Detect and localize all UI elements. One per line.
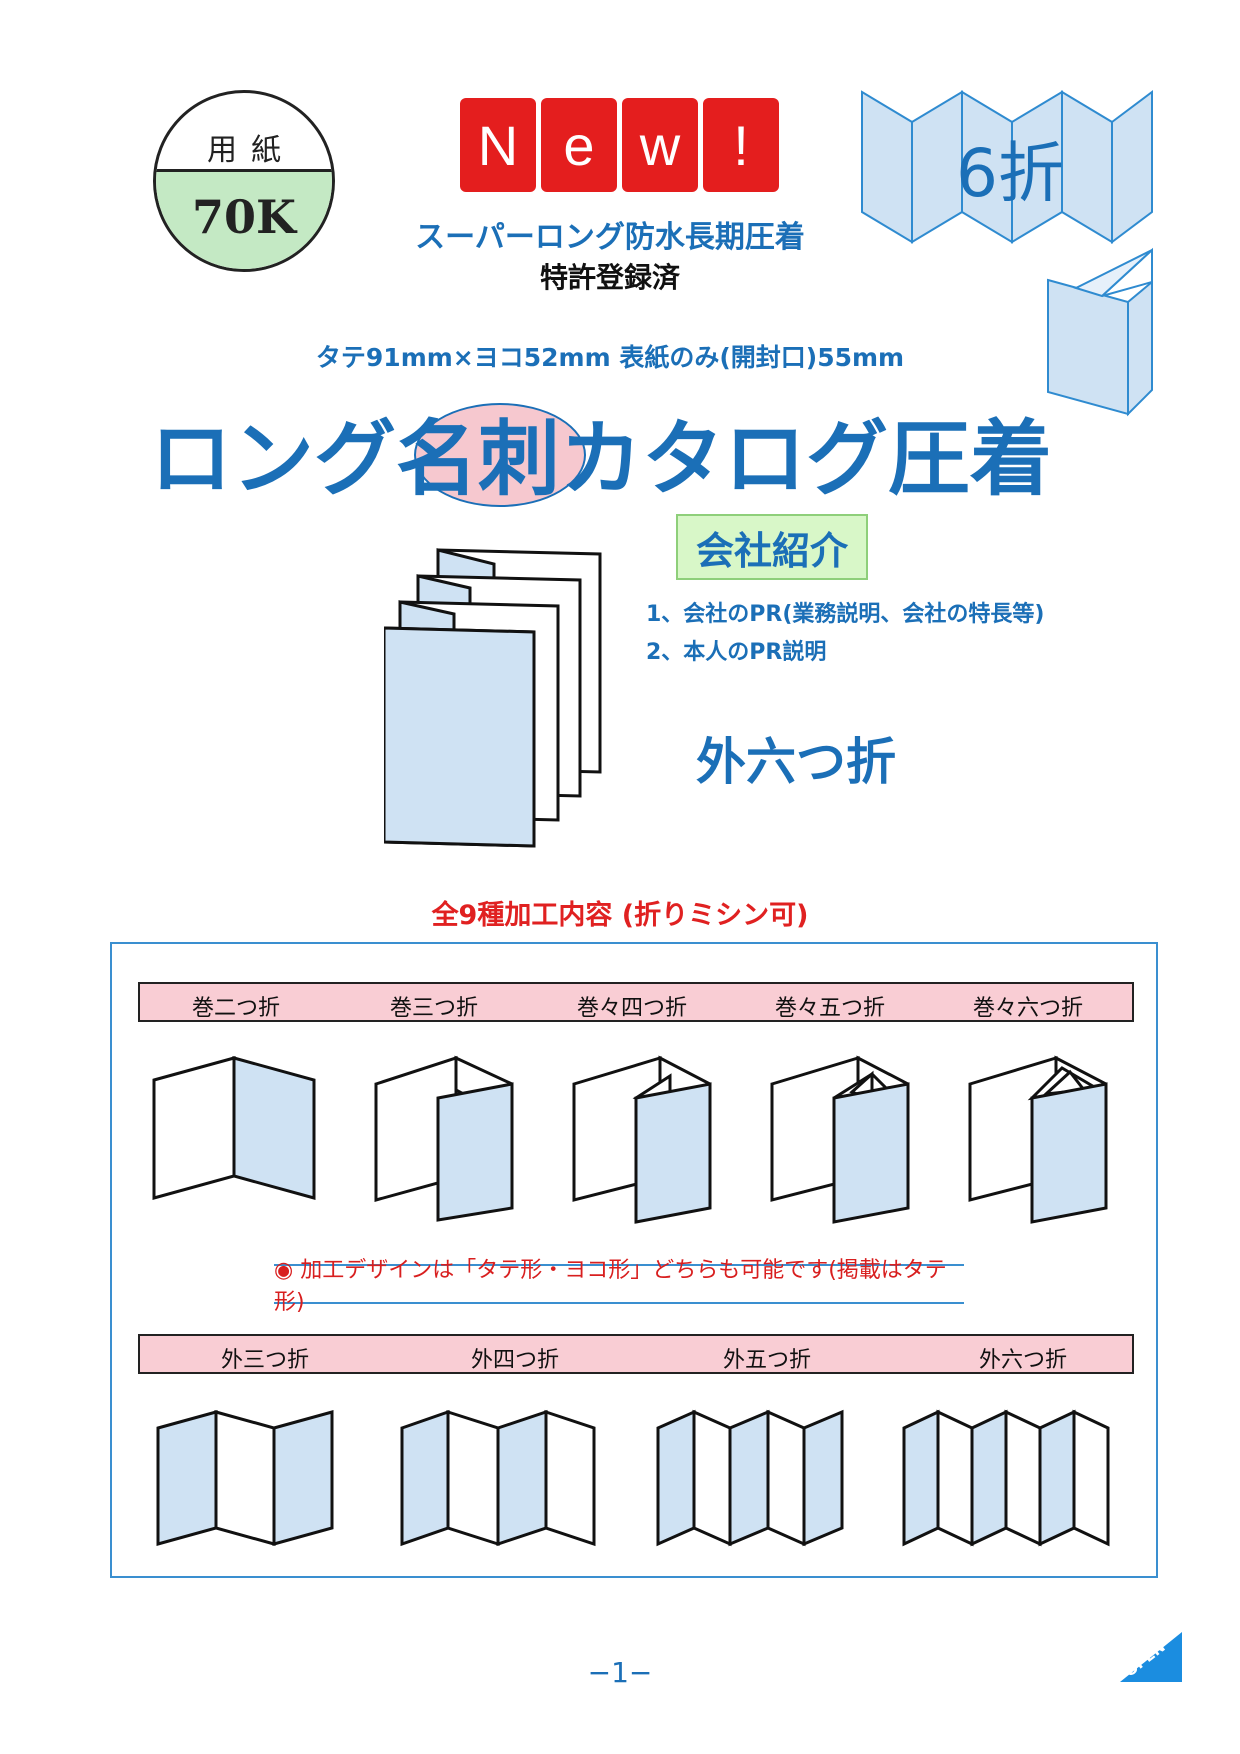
paper-weight-badge: 用紙 70K: [153, 90, 335, 272]
new-badge-char: e: [541, 98, 617, 192]
pr-item: 2、本人のPR説明: [646, 640, 827, 665]
fold-type-label: 外六つ折: [978, 1348, 1067, 1373]
paper-weight-value: 70K: [156, 169, 332, 269]
fold-type-label: 外六つ折: [696, 733, 896, 791]
fold-type-label: 巻二つ折: [191, 996, 280, 1021]
paper-label: 用紙: [207, 133, 295, 168]
fold-type-label: 外三つ折: [220, 1348, 309, 1373]
new-badge-char: N: [460, 98, 536, 192]
new-badge-char: !: [703, 98, 779, 192]
pr-item: 1、会社のPR(業務説明、会社の特長等): [646, 602, 1045, 627]
title-highlight-ellipse: [414, 403, 586, 507]
new-badge-char: w: [622, 98, 698, 192]
size-spec: タテ91mm×ヨコ52mm 表紙のみ(開封口)55mm: [315, 343, 905, 372]
fold-types-band-row2: 外三つ折 外四つ折 外五つ折 外六つ折: [138, 1334, 1134, 1374]
fold-illustration-4: [572, 1055, 712, 1224]
design-note: ◉ 加工デザインは「タテ形・ヨコ形」どちらも可能です(掲載はタテ形): [274, 1258, 964, 1315]
open-corner-icon: [1120, 1632, 1182, 1682]
booklet-stack-illustration: [384, 548, 602, 848]
fold-types-band-row1: 巻二つ折 巻三つ折 巻々四つ折 巻々五つ折 巻々六つ折: [138, 982, 1134, 1022]
fold-illustration-outer-4: [400, 1409, 596, 1547]
fold-type-label: 巻々五つ折: [774, 996, 885, 1021]
six-fold-illustration: [861, 90, 1153, 417]
fold-type-label: 外五つ折: [722, 1348, 811, 1373]
company-intro-label: 会社紹介: [676, 514, 868, 580]
fold-illustration-outer-5: [656, 1409, 844, 1547]
fold-type-label: 外四つ折: [470, 1348, 559, 1373]
fold-types-frame: [110, 942, 1158, 1578]
main-title: ロング名刺カタログ圧着: [150, 392, 1090, 507]
fold-illustration-6: [968, 1055, 1108, 1224]
fold-illustration-5: [770, 1055, 910, 1224]
processing-types-heading: 全9種加工内容 (折りミシン可): [431, 900, 809, 931]
fold-illustration-2: [152, 1056, 316, 1200]
fold-type-label: 巻々四つ折: [576, 996, 687, 1021]
main-title-part: ロング: [150, 412, 397, 507]
fold-illustration-outer-3: [156, 1410, 334, 1546]
fold-illustration-3: [374, 1055, 514, 1222]
fold-type-label: 巻三つ折: [389, 996, 478, 1021]
patent-note: 特許登録済: [539, 261, 680, 294]
fold-type-label: 巻々六つ折: [972, 996, 1083, 1021]
page-number: −1−: [587, 1656, 653, 1689]
fold-illustration-outer-6: [902, 1409, 1110, 1547]
main-title-highlight: 名刺: [396, 412, 561, 507]
fold-count-label: 6折: [956, 135, 1064, 212]
main-title-part: カタログ圧着: [560, 412, 1053, 507]
product-subtitle: スーパーロング防水長期圧着: [415, 220, 805, 255]
